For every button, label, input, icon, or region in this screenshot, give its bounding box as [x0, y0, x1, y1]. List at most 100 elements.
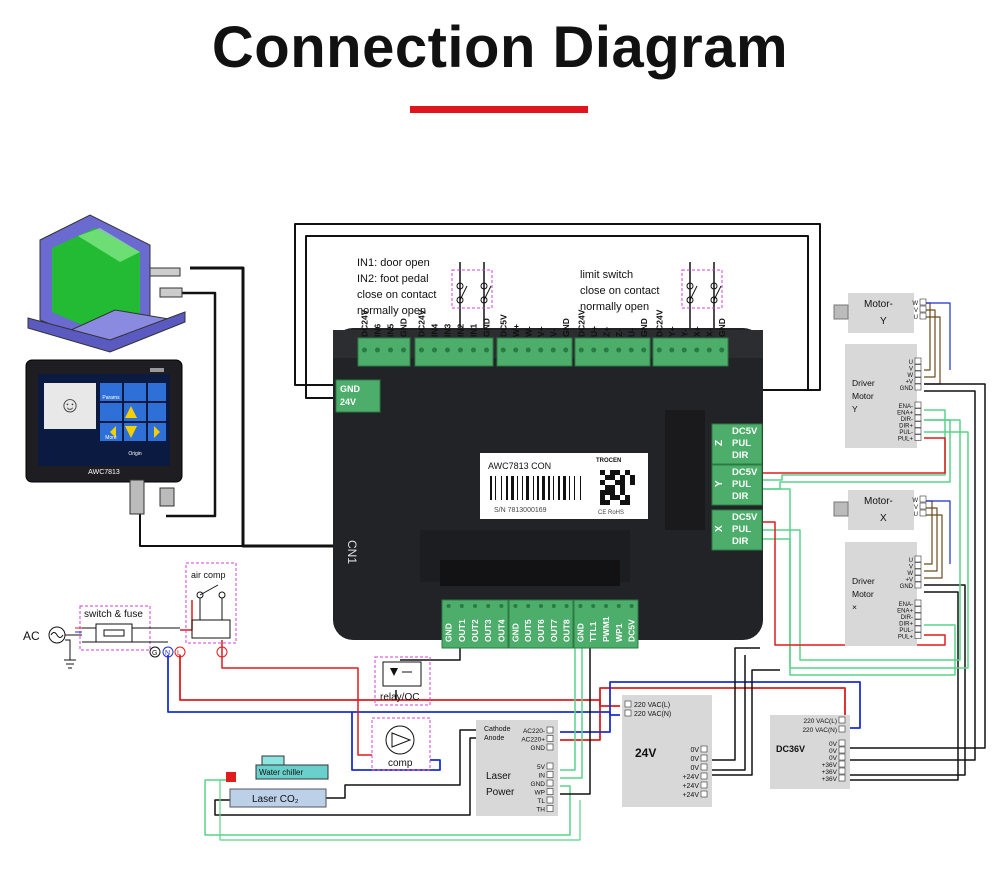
terminal-screw-icon: [388, 347, 393, 353]
qr-cell: [600, 480, 605, 485]
wire-ac-n3: [351, 712, 441, 771]
wire-aircomp-out: [221, 655, 372, 756]
pin-label: W: [912, 301, 918, 307]
pin-label: ENA-: [899, 404, 913, 410]
terminal-screw-icon: [591, 347, 597, 353]
power-gnd-label: GND: [340, 384, 361, 394]
barcode-bar: [522, 476, 523, 500]
pin-socket-icon: [914, 408, 922, 415]
pin-socket-icon: [914, 370, 922, 378]
input-switches: [451, 269, 493, 309]
pin-label: PUL-: [899, 430, 913, 436]
axis-connector: [711, 423, 763, 465]
qr-cell: [620, 500, 625, 505]
qr-cell: [610, 485, 615, 490]
inputs-note-line-2: IN2: foot pedal: [357, 273, 429, 285]
pin-label: 5V: [537, 764, 546, 771]
pin-label: DIR-: [901, 417, 913, 423]
wire-24v-out2: [708, 669, 780, 776]
qr-cell: [610, 475, 615, 480]
terminal-screw-icon: [484, 347, 489, 353]
bottom-terminal-pin-label: GND: [444, 623, 454, 642]
pin-label: 0V: [829, 741, 838, 748]
cn1-port-label: CN1: [345, 540, 359, 564]
pin-socket-icon: [838, 774, 846, 782]
switch-fuse-label: switch & fuse: [84, 609, 143, 620]
terminal-screw-icon: [459, 604, 464, 608]
wire-driver-power: [850, 383, 986, 781]
pin-socket-icon: [546, 762, 554, 770]
terminal-screw-icon: [669, 347, 675, 353]
pin-socket-icon: [838, 753, 846, 761]
pin-label: 220 VAC(L): [634, 702, 670, 709]
driver-title: Driver: [852, 378, 875, 388]
terminal-screw-icon: [500, 347, 506, 353]
driver-title: Y: [852, 404, 858, 414]
top-terminal-pin-label: DC5V: [498, 314, 508, 337]
top-terminal-pin-label: U-: [626, 328, 636, 337]
qr-cell: [620, 475, 625, 480]
motor-body: [848, 490, 914, 530]
qr-cell: [610, 470, 615, 475]
axis-connector: [711, 509, 763, 551]
top-terminal-pin-label: GND: [482, 318, 492, 337]
wire-ac-n2: [609, 681, 861, 729]
pin-socket-icon: [914, 625, 922, 633]
barcode-bar: [542, 476, 545, 500]
pin-socket-icon: [919, 509, 927, 517]
top-terminal-block: [414, 337, 494, 367]
panel-btn-params: Params: [102, 395, 120, 401]
laser-power-title-2: Power: [486, 787, 515, 798]
terminal-screw-icon: [432, 347, 437, 353]
motor-shaft-icon: [833, 304, 849, 320]
qr-cell: [610, 490, 615, 495]
axis-pin-label: DC5V: [732, 426, 758, 437]
motor-title: X: [880, 513, 887, 524]
wire-y-dc5v: [760, 437, 946, 474]
inputs-note: IN1: door open IN2: foot pedal close on …: [357, 257, 437, 317]
panel-btn-origin: Origin: [128, 451, 142, 457]
bottom-terminal-pin-label: GND: [575, 623, 585, 642]
qr-cell: [625, 470, 630, 475]
drivers: DriverMotorYUVW+VGNDENA-ENA+DIR-DIR+PUL-…: [845, 344, 922, 646]
barcode-bar: [526, 476, 529, 500]
laser-tube-label: Laser CO₂: [252, 794, 299, 805]
pin-label: +V: [905, 578, 913, 584]
control-panel[interactable]: ☺ Params More Origin AWC7813: [25, 359, 183, 515]
axis-label: X: [714, 525, 725, 532]
barcode-bar: [506, 476, 508, 500]
wire-y-sig2: [760, 488, 956, 676]
laser-tube: Laser CO₂: [226, 772, 327, 808]
pin-label: W: [912, 498, 918, 504]
qr-cell: [620, 480, 625, 485]
axis-connector: [711, 464, 763, 506]
qr-cell: [600, 495, 605, 500]
terminal-screw-icon: [526, 604, 531, 608]
pin-socket-icon: [838, 725, 846, 733]
pin-label: +V: [905, 380, 913, 386]
ac-source: AC switch & fuse G N L: [23, 605, 186, 669]
pin-label: U: [914, 512, 918, 518]
wire-pc-usb2: [166, 291, 217, 518]
pin-socket-icon: [914, 401, 922, 409]
top-terminal-pin-label: Z+: [601, 327, 611, 337]
qr-cell: [605, 485, 610, 490]
pin-socket-icon: [914, 632, 922, 639]
pin-label: W: [907, 373, 913, 379]
limit-note-line-2: close on contact: [580, 285, 660, 297]
page-title: Connection Diagram: [211, 15, 789, 80]
pin-label: GND: [531, 781, 546, 788]
pin-label: 0V: [829, 755, 838, 762]
panel-btn-more: More: [105, 435, 117, 441]
pin-label: 0V: [690, 747, 699, 754]
pin-label: AC220-: [523, 728, 545, 735]
top-terminal-pin-label: X-: [704, 328, 714, 337]
barcode-bar: [548, 476, 550, 500]
pin-label: TH: [536, 807, 545, 814]
qr-cell: [620, 485, 625, 490]
qr-cell: [610, 495, 615, 500]
controller-brand: TROCEN: [596, 458, 621, 464]
